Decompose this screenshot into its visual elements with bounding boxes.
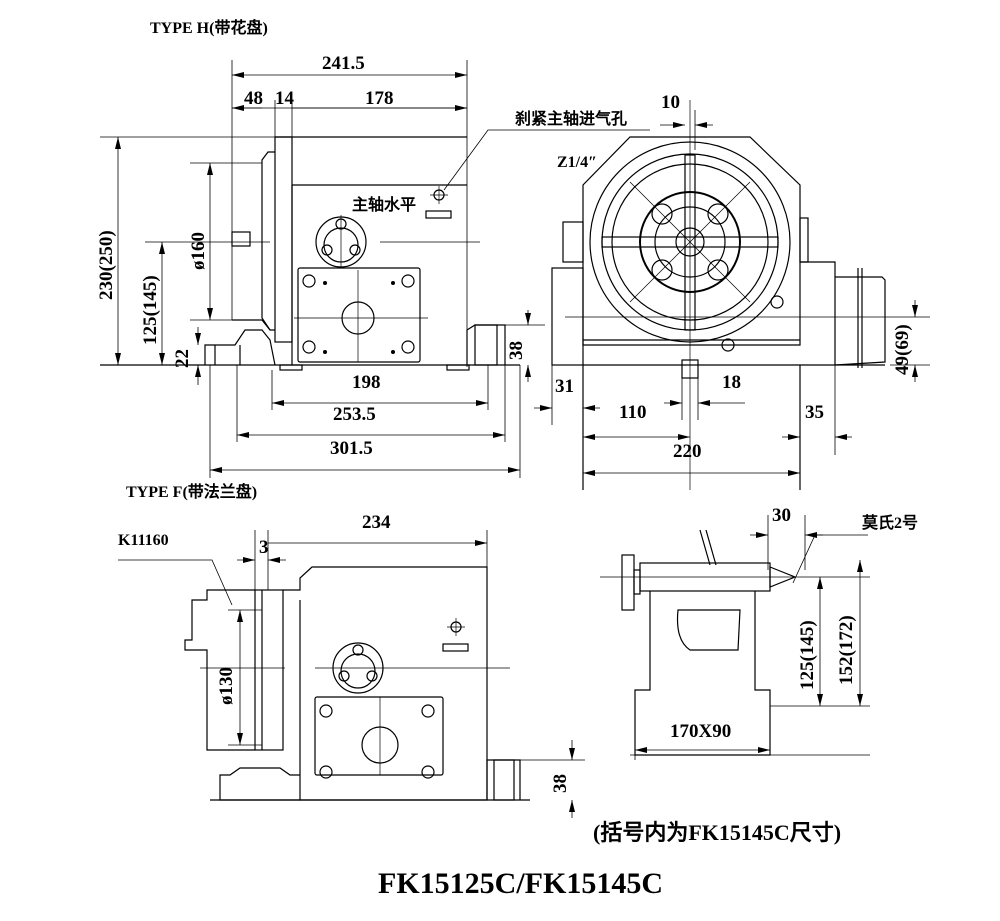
dim-253-5: 253.5 bbox=[333, 404, 376, 425]
model-title: FK15125C/FK15145C bbox=[378, 867, 663, 900]
dim-125-145-tail: 125(145) bbox=[797, 620, 818, 690]
spindle-level-label: 主轴水平 bbox=[352, 195, 416, 214]
dim-18: 18 bbox=[722, 372, 741, 393]
dim-234: 234 bbox=[362, 512, 391, 533]
dim-10: 10 bbox=[661, 92, 680, 113]
dim-38-bottom: 38 bbox=[550, 774, 571, 793]
dim-14: 14 bbox=[275, 88, 295, 109]
dim-dia-130: ø130 bbox=[216, 667, 237, 705]
type-f-title: TYPE F(带法兰盘) bbox=[126, 482, 257, 501]
side-view: 刹紧主轴进气孔 Z1/4″ 10 bbox=[515, 92, 930, 490]
dim-301-5: 301.5 bbox=[330, 438, 373, 459]
dim-198: 198 bbox=[352, 372, 381, 393]
dim-dia-160: ø160 bbox=[188, 232, 209, 270]
dim-220: 220 bbox=[673, 441, 702, 462]
dim-170x90: 170X90 bbox=[670, 721, 731, 742]
dim-125-145: 125(145) bbox=[140, 275, 161, 345]
dim-30: 30 bbox=[772, 505, 791, 526]
dim-110: 110 bbox=[619, 402, 646, 423]
dim-48: 48 bbox=[244, 88, 263, 109]
type-h-title: TYPE H(带花盘) bbox=[150, 18, 268, 37]
type-f-view: TYPE F(带法兰盘) K11160 3 234 ø130 bbox=[118, 482, 585, 818]
dim-152-172: 152(172) bbox=[836, 615, 857, 685]
dim-178: 178 bbox=[365, 88, 394, 109]
thread-label: Z1/4″ bbox=[557, 154, 597, 171]
dim-38-top: 38 bbox=[506, 341, 527, 360]
dim-230-250: 230(250) bbox=[96, 230, 117, 300]
footnote: (括号内为FK15145C尺寸) bbox=[593, 820, 841, 845]
chuck-model-label: K11160 bbox=[118, 532, 169, 549]
tailstock-view: 莫氏2号 30 125(145) 152(172) 170X90 bbox=[600, 505, 918, 760]
dim-35: 35 bbox=[805, 402, 824, 423]
dim-31: 31 bbox=[555, 376, 574, 397]
dim-49-69: 49(69) bbox=[892, 324, 913, 375]
dim-241-5: 241.5 bbox=[322, 53, 365, 74]
morse-taper-label: 莫氏2号 bbox=[861, 513, 918, 532]
type-h-view: TYPE H(带花盘) 241.5 48 14 178 主轴水平 bbox=[96, 18, 650, 478]
dim-22: 22 bbox=[172, 349, 193, 368]
dim-3: 3 bbox=[259, 537, 269, 558]
air-inlet-label: 刹紧主轴进气孔 bbox=[515, 109, 627, 128]
